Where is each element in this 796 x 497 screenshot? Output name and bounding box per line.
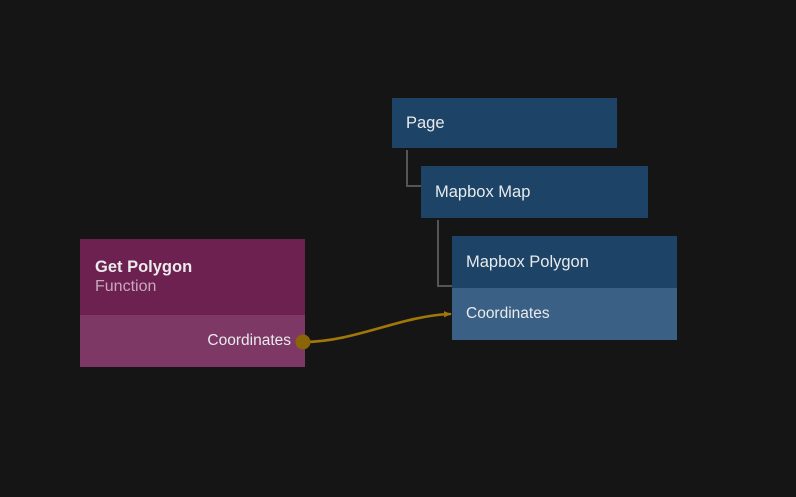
node-mapbox-map-title: Mapbox Map	[435, 182, 531, 201]
tree-connector-mapbox-map-to-mapbox-polygon	[437, 220, 452, 287]
tree-connector-page-to-mapbox-map	[406, 150, 421, 187]
wire-path	[301, 311, 452, 344]
node-get-polygon-row-coordinates[interactable]: Coordinates	[80, 315, 305, 367]
node-page-header[interactable]: Page	[392, 98, 617, 148]
node-page[interactable]: Page	[392, 98, 617, 148]
node-mapbox-map[interactable]: Mapbox Map	[421, 166, 648, 218]
node-get-polygon-title: Get Polygon	[95, 257, 193, 276]
node-get-polygon[interactable]: Get Polygon Function Coordinates	[80, 239, 305, 367]
node-mapbox-map-header[interactable]: Mapbox Map	[421, 166, 648, 218]
node-get-polygon-header[interactable]: Get Polygon Function	[80, 239, 305, 315]
node-mapbox-polygon-header[interactable]: Mapbox Polygon	[452, 236, 677, 288]
node-get-polygon-subtitle: Function	[95, 278, 157, 296]
node-page-title: Page	[406, 113, 445, 132]
node-mapbox-polygon-title: Mapbox Polygon	[466, 252, 589, 271]
node-mapbox-polygon[interactable]: Mapbox Polygon Coordinates	[452, 236, 677, 340]
input-port-label-coordinates: Coordinates	[466, 305, 550, 322]
output-port-label-coordinates: Coordinates	[207, 332, 291, 349]
node-mapbox-polygon-row-coordinates[interactable]: Coordinates	[452, 288, 677, 340]
